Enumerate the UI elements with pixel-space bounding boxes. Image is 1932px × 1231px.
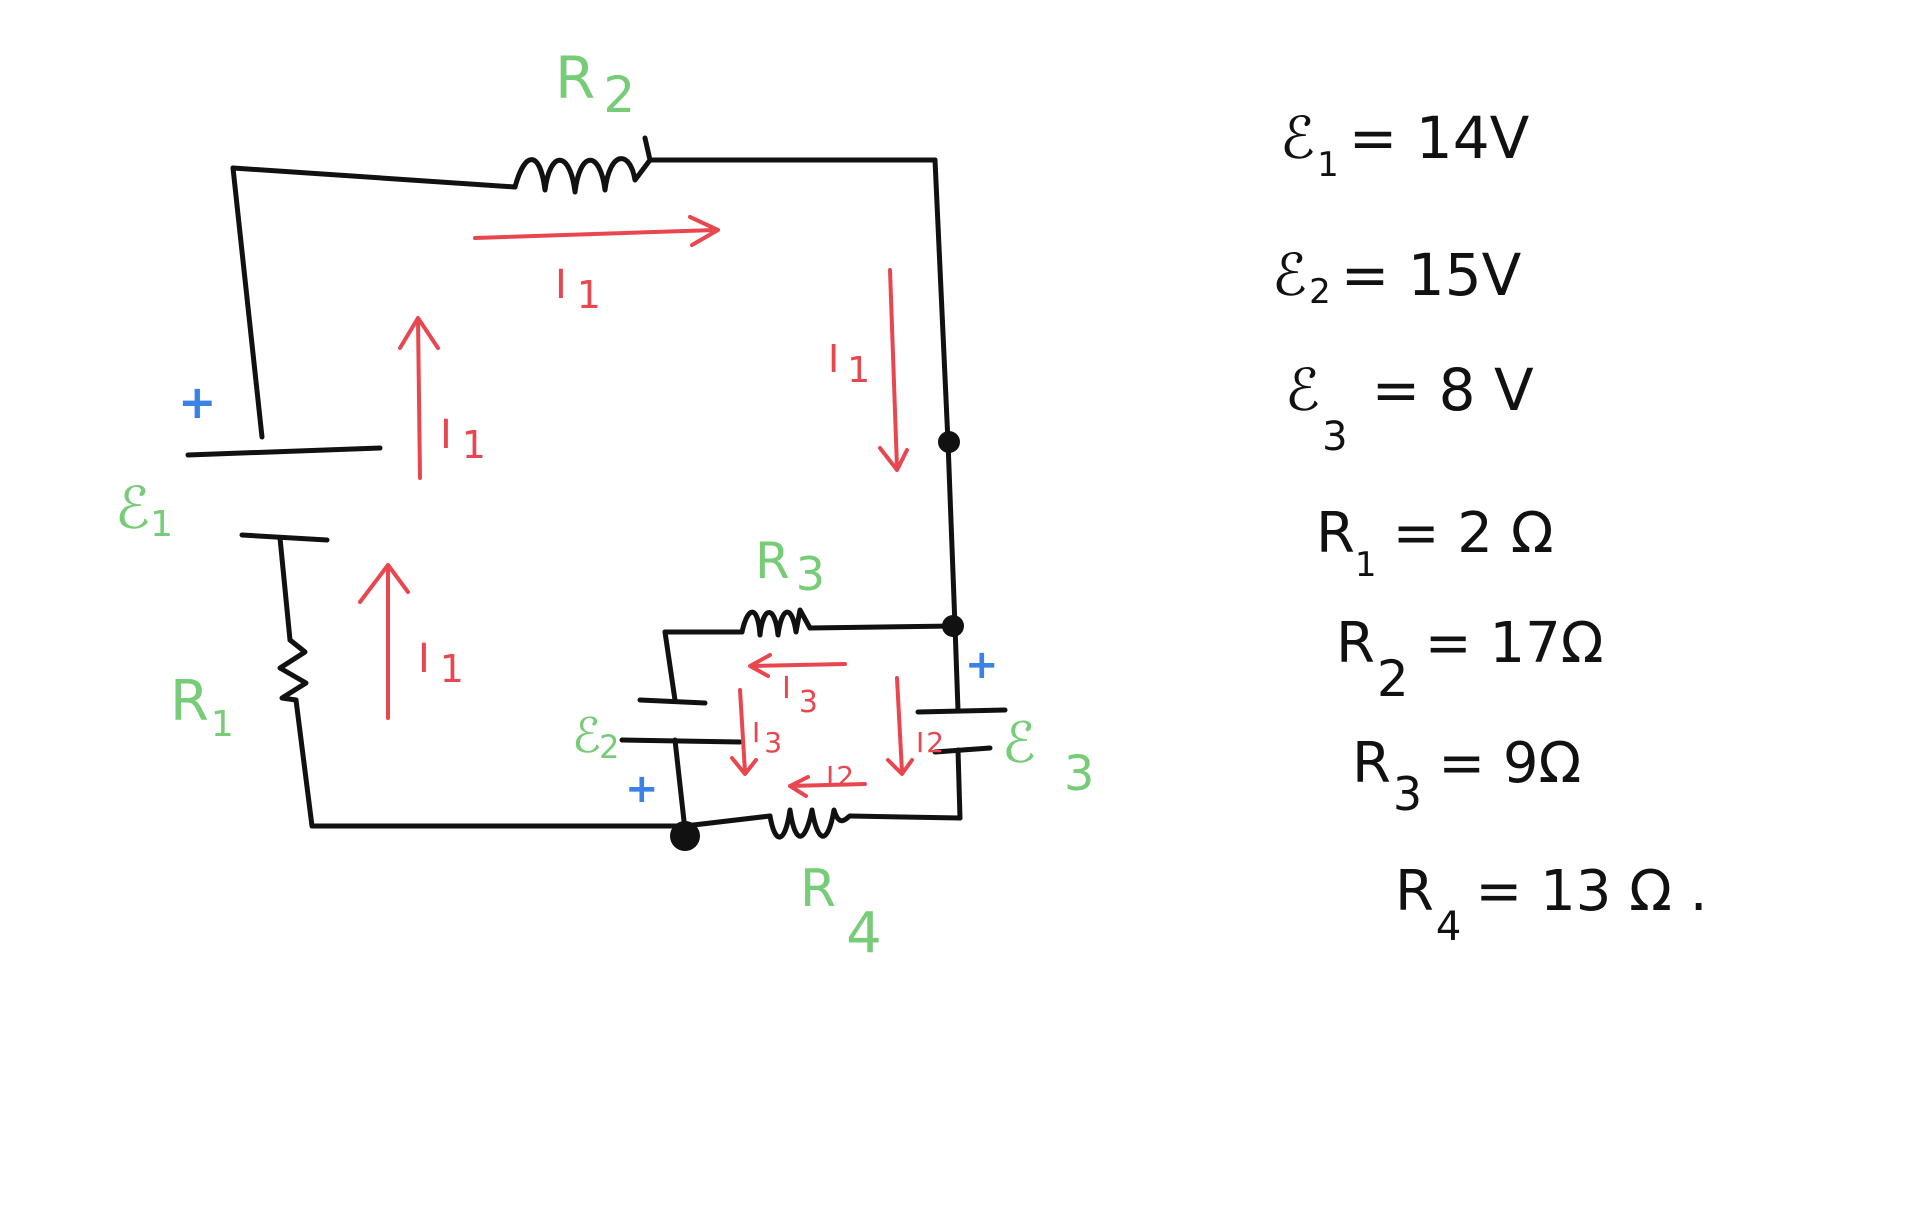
wire-right [932, 157, 958, 629]
label-i2-right: I2 [916, 726, 944, 759]
arrow-i1-left-lower [358, 563, 410, 720]
arrow-i3-top [748, 653, 847, 678]
arrow-i1-top [473, 215, 720, 247]
resistor-r4-symbol [767, 807, 853, 840]
label-i2-bottom: I2 [826, 760, 854, 793]
wires [230, 157, 963, 833]
current-arrows [358, 215, 914, 798]
wire-box-right-lower [955, 747, 963, 821]
wire-box-bottom-left [682, 813, 773, 829]
value-r1: R1= 2 Ω [1316, 501, 1554, 585]
wire-box-left-lower [672, 737, 688, 833]
resistor-r1-symbol [277, 637, 309, 703]
wire-box-bottom-right [847, 813, 963, 821]
junction-right-upper [938, 431, 960, 453]
value-e1: ℰ1= 14V [1280, 104, 1530, 185]
source-e2-symbol [619, 697, 743, 745]
junctions [670, 431, 964, 851]
label-r4: R4 [800, 859, 882, 966]
value-list: ℰ1= 14V ℰ2= 15V ℰ3= 8 V R1= 2 Ω R2= 17Ω … [1272, 104, 1708, 950]
value-r3: R3= 9Ω [1352, 731, 1581, 821]
source-e1-symbol [185, 445, 383, 543]
polarity-plus-e3: + [965, 642, 999, 688]
polarity-plus-e2: + [625, 766, 659, 812]
arrow-i1-right [878, 268, 909, 472]
junction-bottom-box [670, 821, 700, 851]
value-e3: ℰ3= 8 V [1285, 356, 1534, 460]
wire-box-left-upper [662, 629, 678, 703]
value-r2: R2= 17Ω [1336, 611, 1604, 708]
resistor-r3-symbol [739, 607, 813, 638]
wire-box-top-right [807, 623, 958, 631]
value-e2: ℰ2= 15V [1272, 241, 1522, 312]
arrow-i2-bottom [788, 775, 867, 798]
label-r1: R1 [170, 669, 234, 745]
label-e2: ℰ2 [572, 708, 619, 766]
wire-box-right-upper [952, 623, 961, 713]
wire-top-left [230, 165, 518, 190]
source-e3-symbol [915, 707, 1008, 755]
arrow-i1-left-upper [398, 316, 440, 480]
wire-r1-bottom [293, 697, 688, 829]
value-r4: R4= 13 Ω . [1395, 859, 1708, 950]
resistor-r2-symbol [512, 135, 653, 195]
arrow-i2-down [886, 676, 914, 776]
arrow-i3-down [730, 688, 758, 776]
polarity-marks: + + + [178, 375, 999, 812]
wire-left-bottom [277, 535, 293, 643]
polarity-plus-e1: + [178, 375, 217, 429]
junction-right-box [942, 615, 964, 637]
wire-left-top [230, 165, 265, 440]
label-e1: ℰ1 [115, 474, 173, 545]
